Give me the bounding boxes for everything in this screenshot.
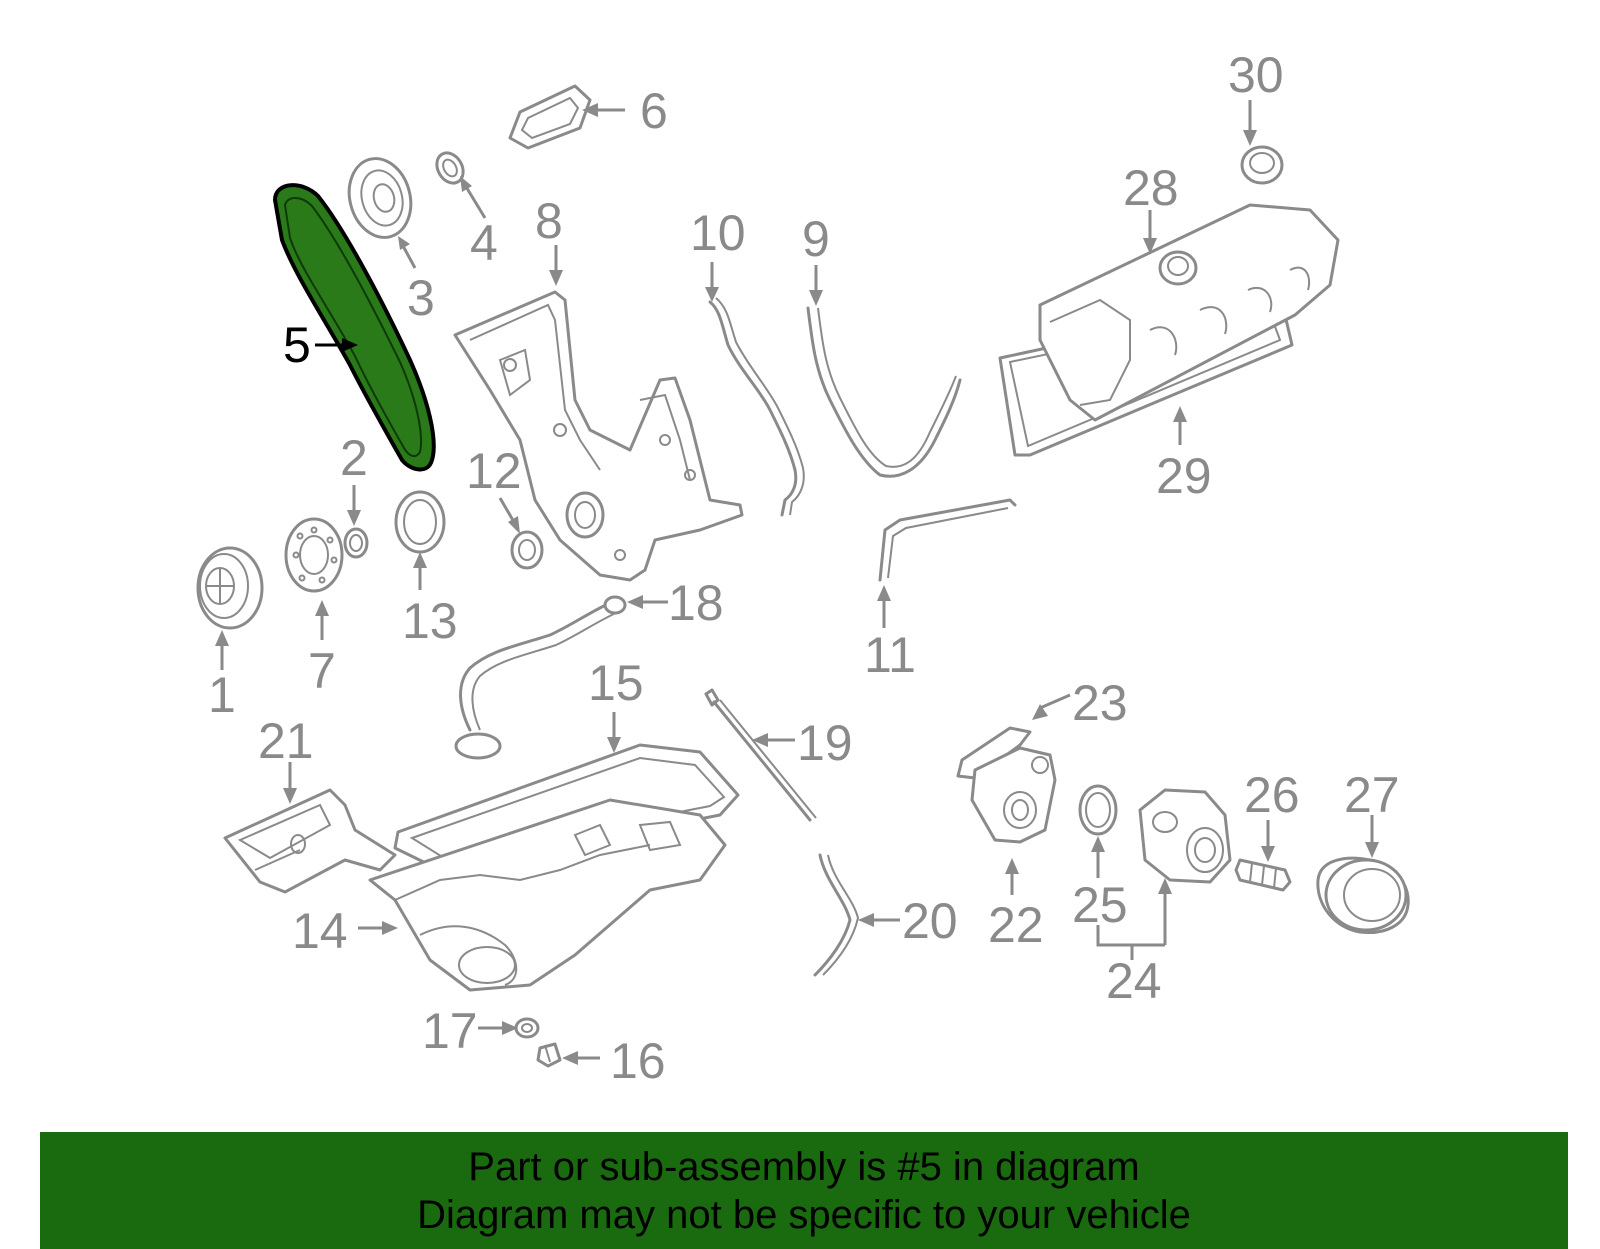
label-27: 27: [1344, 767, 1400, 823]
label-10: 10: [690, 205, 746, 261]
part-28-valve-cover[interactable]: [1038, 203, 1340, 422]
label-16: 16: [610, 1033, 666, 1089]
label-29: 29: [1156, 448, 1212, 504]
part-8-front-cover[interactable]: [453, 245, 744, 582]
label-14: 14: [292, 903, 348, 959]
part-12-seal[interactable]: [498, 497, 544, 570]
label-9: 9: [802, 211, 830, 267]
label-19: 19: [797, 715, 853, 771]
part-14-oil-pan[interactable]: [358, 798, 727, 992]
label-21: 21: [258, 713, 314, 769]
part-24-adapter-assembly[interactable]: [1096, 788, 1232, 960]
label-7: 7: [308, 643, 336, 699]
part-26-sensor[interactable]: [1234, 820, 1292, 892]
part-1-damper-pulley[interactable]: [196, 546, 264, 670]
label-8: 8: [535, 193, 563, 249]
part-19-dipstick[interactable]: [704, 688, 817, 822]
banner-line-2: Diagram may not be specific to your vehi…: [417, 1192, 1191, 1237]
part-21-baffle[interactable]: [223, 762, 397, 894]
label-20: 20: [902, 893, 958, 949]
part-13-seal-ring[interactable]: [394, 490, 446, 590]
part-25-oring[interactable]: [1078, 784, 1118, 878]
label-15: 15: [588, 655, 644, 711]
label-2: 2: [340, 430, 368, 486]
label-6: 6: [640, 83, 668, 139]
part-30-cap[interactable]: [1240, 100, 1284, 185]
label-26: 26: [1244, 767, 1300, 823]
part-2-oring[interactable]: [343, 485, 369, 559]
label-17: 17: [422, 1003, 478, 1059]
label-4: 4: [470, 215, 498, 271]
label-11: 11: [864, 627, 916, 683]
info-banner: Part or sub-assembly is #5 in diagram Di…: [40, 1132, 1568, 1249]
part-17-washer[interactable]: [478, 1017, 540, 1039]
label-25: 25: [1072, 877, 1128, 933]
part-6-cover[interactable]: [508, 84, 625, 150]
label-28: 28: [1123, 160, 1179, 216]
part-3-sprocket[interactable]: [341, 152, 420, 269]
label-5: 5: [283, 317, 311, 373]
label-18: 18: [668, 575, 724, 631]
part-18-oil-pickup[interactable]: [454, 595, 668, 760]
part-4-washer[interactable]: [432, 148, 487, 219]
part-5-timing-chain[interactable]: [273, 183, 436, 472]
label-30: 30: [1228, 47, 1284, 103]
part-16-drain-plug[interactable]: [536, 1042, 600, 1068]
part-11-gasket-strip[interactable]: [877, 498, 1017, 628]
part-10-gasket[interactable]: [705, 262, 805, 517]
label-24: 24: [1106, 953, 1162, 1009]
part-20-dipstick-tube[interactable]: [813, 853, 900, 977]
part-7-flange[interactable]: [284, 517, 344, 640]
label-3: 3: [407, 270, 435, 326]
part-23-gasket[interactable]: [956, 693, 1071, 780]
part-22-filter-adapter[interactable]: [970, 746, 1057, 895]
label-22: 22: [988, 897, 1044, 953]
engine-parts-diagram: 6 4 3 5 8: [196, 47, 1410, 1089]
label-13: 13: [402, 593, 458, 649]
banner-line-1: Part or sub-assembly is #5 in diagram: [468, 1144, 1140, 1189]
part-9-gasket[interactable]: [806, 265, 962, 478]
label-23: 23: [1072, 675, 1128, 731]
label-12: 12: [466, 443, 522, 499]
part-27-oil-filter[interactable]: [1316, 815, 1410, 935]
label-1: 1: [208, 667, 236, 723]
